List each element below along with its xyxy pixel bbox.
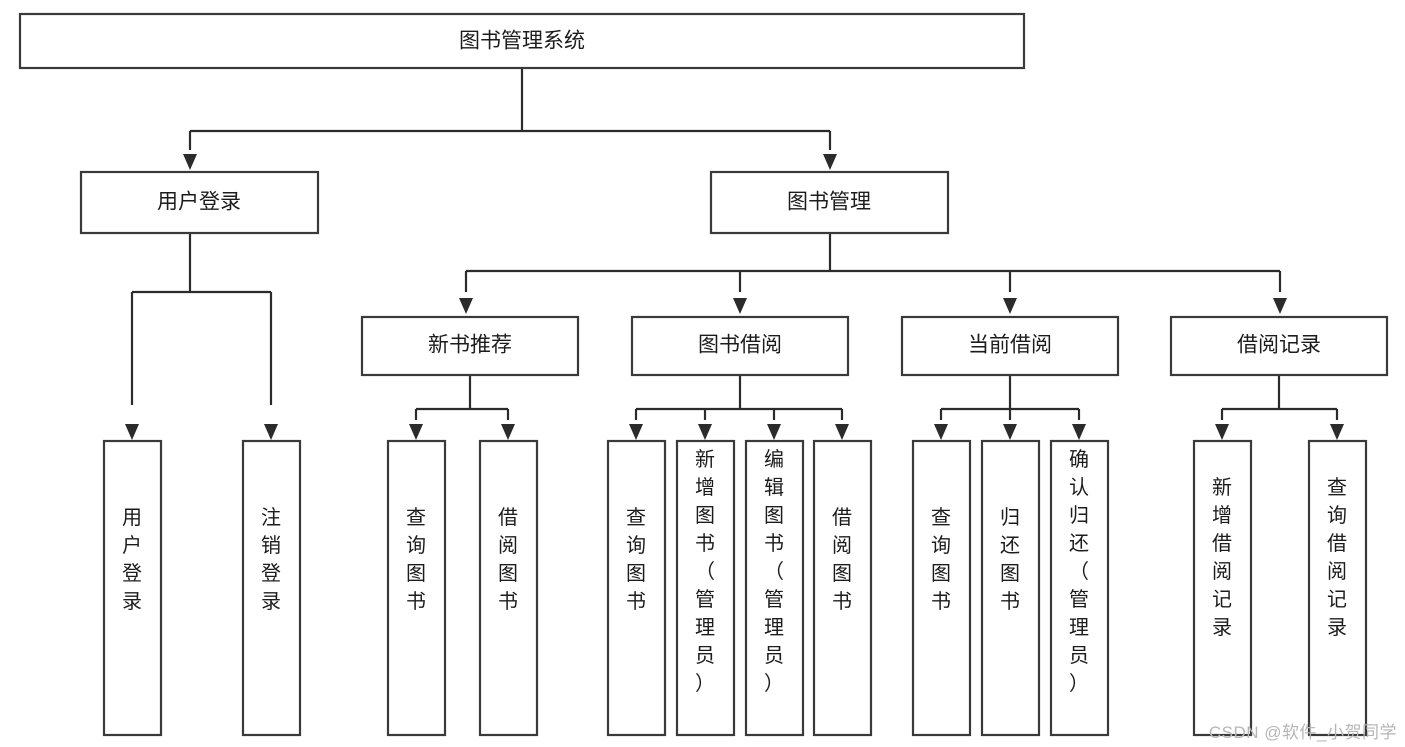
node-root[interactable]: 图书管理系统 <box>18 12 1026 70</box>
node-book-borrow[interactable]: 图书借阅 <box>630 315 850 377</box>
node-book-manage[interactable]: 图书管理 <box>709 170 950 235</box>
node-book-borrow-box[interactable] <box>630 315 850 377</box>
leaf-node-add-record[interactable]: 新增借阅记录 <box>1192 439 1253 737</box>
leaf-add-book-label: 新增图书（管理员） <box>695 448 715 695</box>
node-new-book-recommend-box[interactable] <box>360 315 580 377</box>
leaf-query-book-1-box[interactable] <box>386 439 447 737</box>
csdn-watermark: CSDN @软件_小贺同学 <box>1208 723 1397 742</box>
leaf-node-confirm-return[interactable]: 确认归还（管理员） <box>1049 439 1110 737</box>
leaf-query-book-3-box[interactable] <box>911 439 972 737</box>
node-new-book-recommend[interactable]: 新书推荐 <box>360 315 580 377</box>
connector-group-new-book-recommend <box>409 375 515 440</box>
leaf-node-user-login[interactable]: 用户登录 <box>102 439 163 737</box>
node-borrow-record-label: 借阅记录 <box>1237 334 1321 357</box>
connector-group-current-borrow <box>934 375 1086 440</box>
connector-group-borrow-record <box>1215 375 1344 440</box>
node-root-box[interactable] <box>18 12 1026 70</box>
node-borrow-record-box[interactable] <box>1169 315 1389 377</box>
node-user-login[interactable]: 用户登录 <box>79 170 320 235</box>
node-borrow-record[interactable]: 借阅记录 <box>1169 315 1389 377</box>
leaf-edit-book-box[interactable] <box>744 439 805 737</box>
connector-group-user-login <box>125 233 278 440</box>
leaf-node-return-book[interactable]: 归还图书 <box>980 439 1041 737</box>
leaf-confirm-return-box[interactable] <box>1049 439 1110 737</box>
leaf-query-book-2-box[interactable] <box>606 439 667 737</box>
leaf-query-record-box[interactable] <box>1307 439 1368 737</box>
node-user-login-box[interactable] <box>79 170 320 235</box>
leaf-logout-box[interactable] <box>241 439 302 737</box>
node-current-borrow-label: 当前借阅 <box>968 334 1052 357</box>
leaf-edit-book-label: 编辑图书（管理员） <box>764 448 784 695</box>
leaf-borrow-book-2-label: 借阅图书 <box>832 506 852 613</box>
leaf-node-borrow-book-2[interactable]: 借阅图书 <box>812 439 873 737</box>
node-user-login-label: 用户登录 <box>157 191 241 214</box>
leaf-node-query-record[interactable]: 查询借阅记录 <box>1307 439 1368 737</box>
leaf-node-borrow-book-1[interactable]: 借阅图书 <box>478 439 539 737</box>
leaf-logout-label: 注销登录 <box>261 506 281 613</box>
leaf-borrow-book-1-box[interactable] <box>478 439 539 737</box>
leaf-node-add-book[interactable]: 新增图书（管理员） <box>675 439 736 737</box>
leaf-return-book-label: 归还图书 <box>1000 506 1020 613</box>
node-book-manage-label: 图书管理 <box>787 191 871 214</box>
leaf-add-record-label: 新增借阅记录 <box>1212 476 1232 639</box>
leaf-return-book-box[interactable] <box>980 439 1041 737</box>
leaf-user-login-label: 用户登录 <box>122 507 142 613</box>
leaf-confirm-return-label: 确认归还（管理员） <box>1069 448 1089 695</box>
leaf-borrow-book-1-label: 借阅图书 <box>498 506 518 613</box>
leaf-user-login-box[interactable] <box>102 439 163 737</box>
leaf-node-logout[interactable]: 注销登录 <box>241 439 302 737</box>
leaf-query-book-2-label: 查询图书 <box>626 506 646 613</box>
node-new-book-recommend-label: 新书推荐 <box>428 334 512 357</box>
leaf-query-book-1-label: 查询图书 <box>406 506 426 613</box>
leaf-query-record-label: 查询借阅记录 <box>1327 476 1347 639</box>
connector-group-root <box>183 69 837 170</box>
connector-group-book-manage <box>459 233 1287 314</box>
leaf-node-query-book-2[interactable]: 查询图书 <box>606 439 667 737</box>
leaf-query-book-3-label: 查询图书 <box>931 506 951 613</box>
node-book-manage-box[interactable] <box>709 170 950 235</box>
leaf-add-record-box[interactable] <box>1192 439 1253 737</box>
leaf-node-query-book-1[interactable]: 查询图书 <box>386 439 447 737</box>
leaf-node-edit-book[interactable]: 编辑图书（管理员） <box>744 439 805 737</box>
leaf-borrow-book-2-box[interactable] <box>812 439 873 737</box>
leaf-node-query-book-3[interactable]: 查询图书 <box>911 439 972 737</box>
node-root-label: 图书管理系统 <box>459 30 585 53</box>
leaf-add-book-box[interactable] <box>675 439 736 737</box>
connector-group-book-borrow <box>629 375 849 440</box>
node-current-borrow-box[interactable] <box>900 315 1120 377</box>
node-book-borrow-label: 图书借阅 <box>698 334 782 357</box>
node-current-borrow[interactable]: 当前借阅 <box>900 315 1120 377</box>
